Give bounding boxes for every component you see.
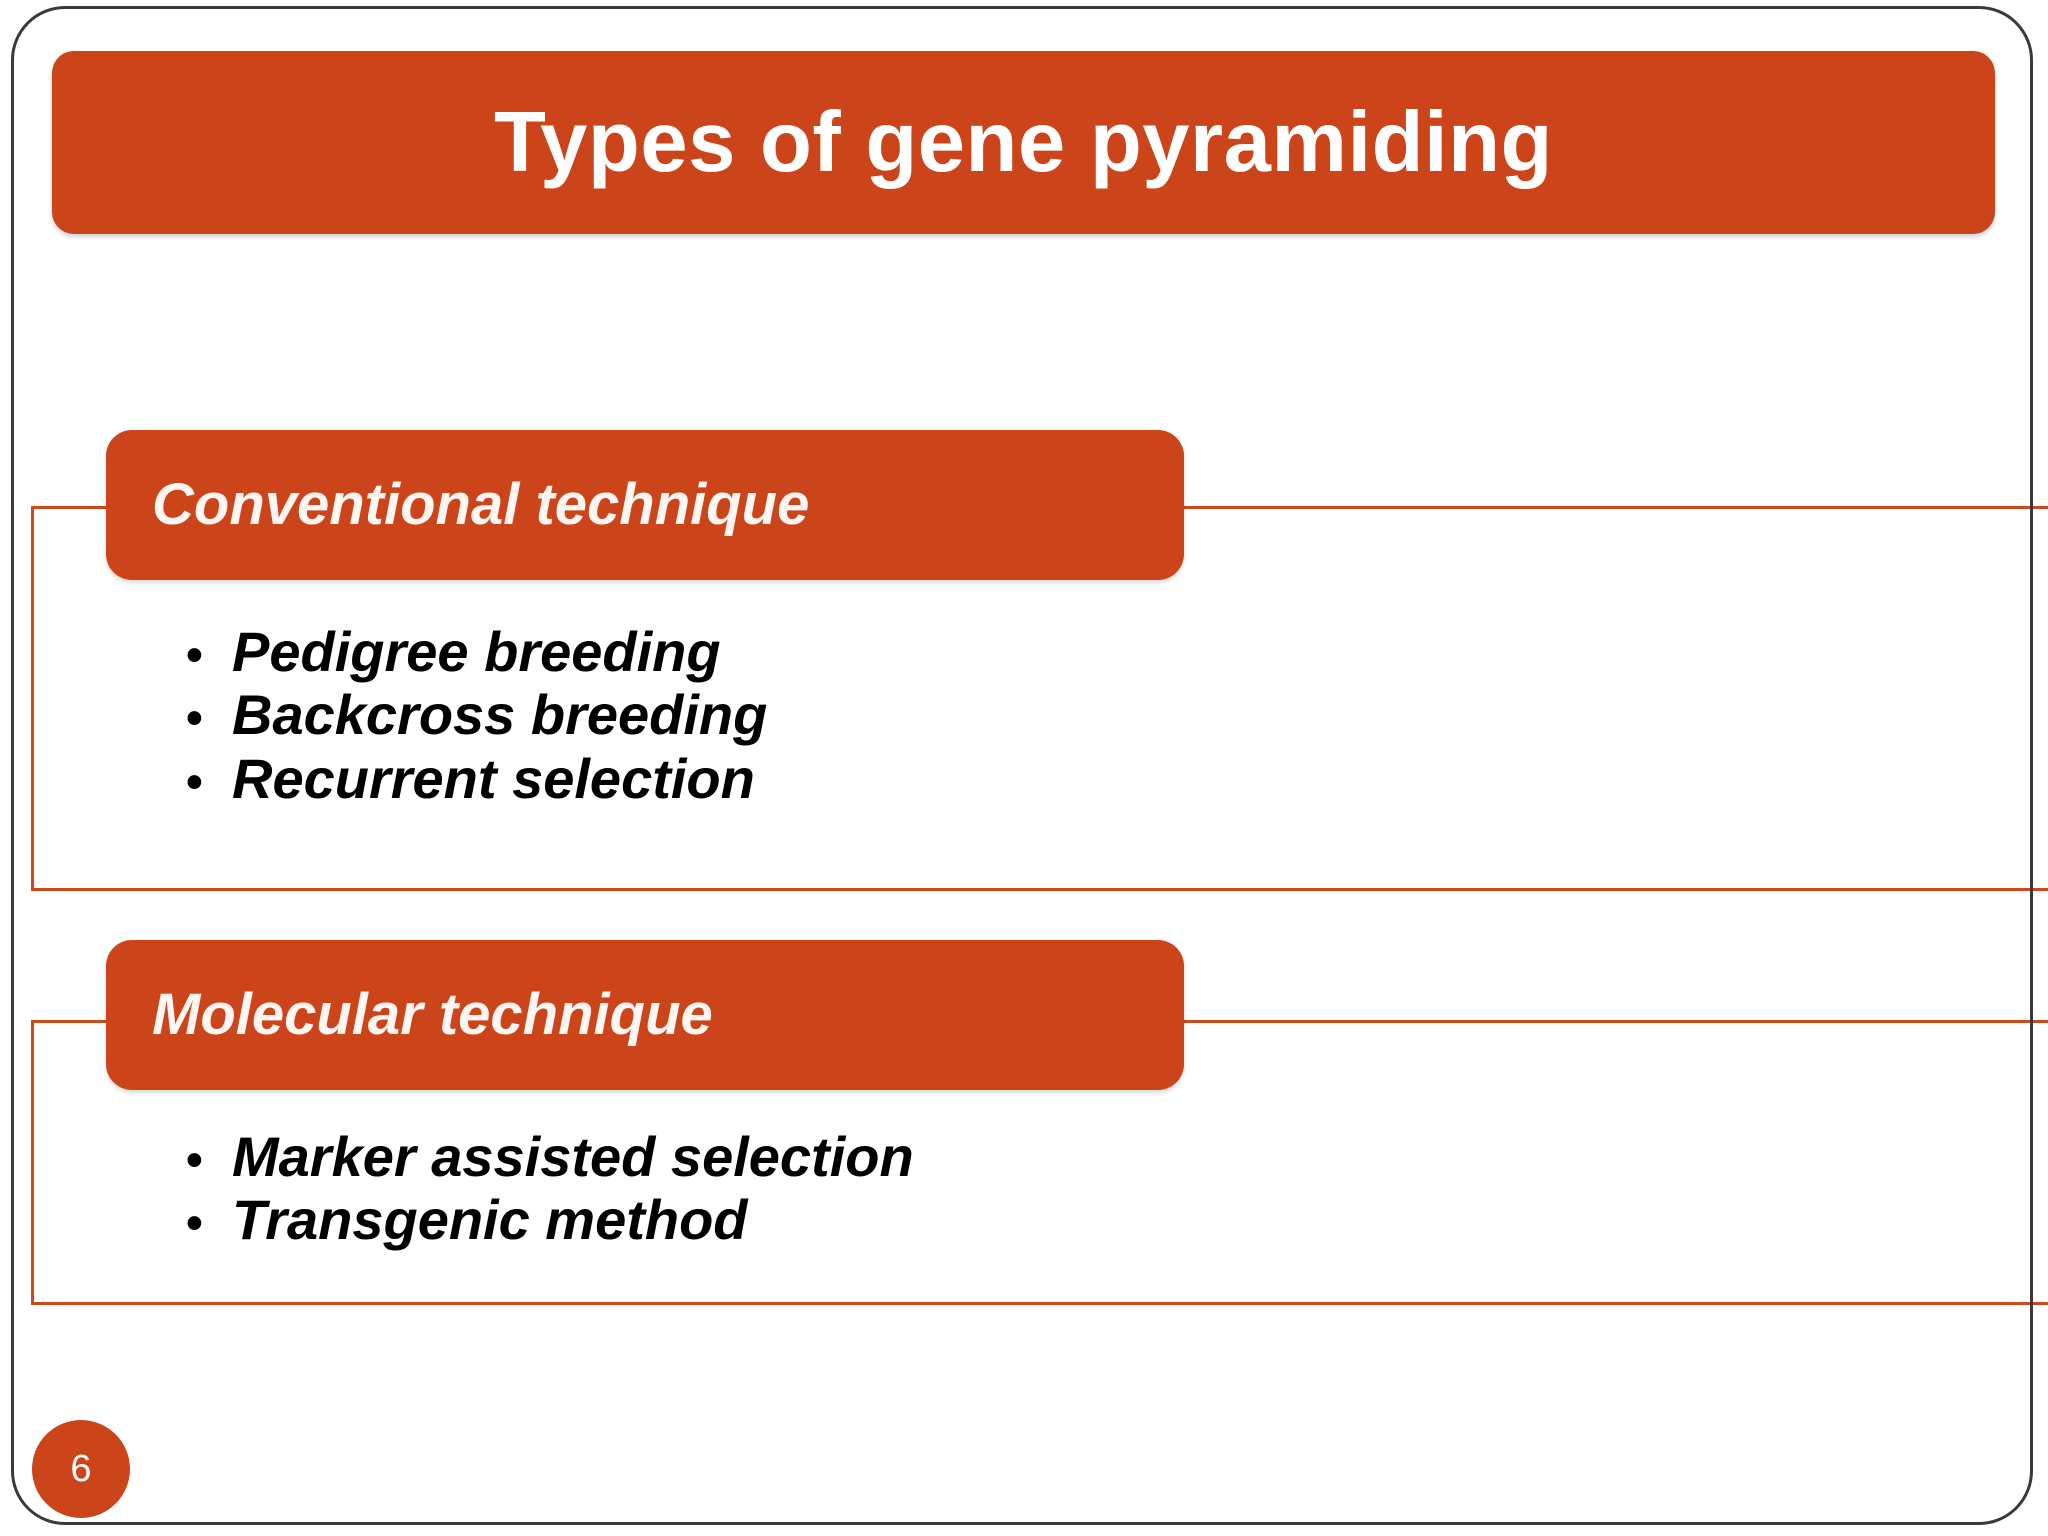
- section-header-conventional: Conventional technique: [106, 430, 1184, 580]
- bullet-list-conventional: • Pedigree breeding • Backcross breeding…: [186, 620, 767, 810]
- section-header-label: Conventional technique: [152, 472, 810, 537]
- list-item-label: Pedigree breeding: [232, 620, 721, 683]
- list-item: • Backcross breeding: [186, 683, 767, 746]
- slide-title-banner: Types of gene pyramiding: [52, 51, 1995, 234]
- list-item: • Recurrent selection: [186, 747, 767, 810]
- bullet-dot-icon: •: [186, 629, 203, 682]
- list-item-label: Marker assisted selection: [232, 1125, 914, 1188]
- page-number-label: 6: [70, 1448, 92, 1490]
- list-item-label: Recurrent selection: [232, 746, 755, 810]
- list-item: • Transgenic method: [186, 1188, 914, 1251]
- list-item: • Marker assisted selection: [186, 1125, 914, 1188]
- bullet-dot-icon: •: [186, 1197, 203, 1251]
- section-header-label: Molecular technique: [152, 982, 713, 1047]
- list-item: • Pedigree breeding: [186, 620, 767, 683]
- list-item-label: Transgenic method: [232, 1188, 748, 1252]
- list-item-label: Backcross breeding: [232, 683, 768, 747]
- bullet-dot-icon: •: [186, 1134, 203, 1187]
- slide-title: Types of gene pyramiding: [494, 95, 1553, 190]
- section-header-molecular: Molecular technique: [106, 940, 1184, 1090]
- bullet-dot-icon: •: [186, 692, 203, 746]
- page-number-badge: 6: [32, 1420, 130, 1518]
- bullet-dot-icon: •: [186, 755, 203, 809]
- bullet-list-molecular: • Marker assisted selection • Transgenic…: [186, 1125, 914, 1252]
